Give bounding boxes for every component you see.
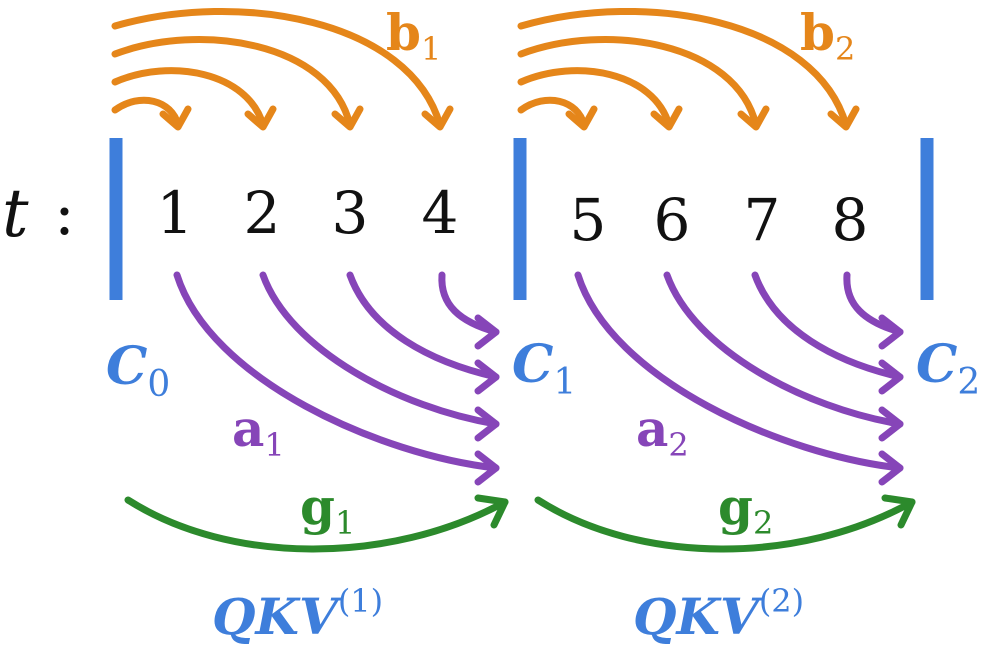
timestep-8: 8 [832,186,869,254]
a2-arrowhead-6 [878,406,904,442]
b2-arrowhead-8 [827,105,860,131]
time-axis-colon: : [54,176,75,249]
timestep-1: 1 [157,179,194,247]
g1-arrow [124,496,509,553]
b1-arcs [111,8,454,131]
b2-arrowhead-5 [565,105,598,131]
a2-arrowhead-8 [878,314,904,350]
a1-arrow-from-3 [346,271,500,381]
a1-arrowhead-3 [474,359,500,395]
timestep-5: 5 [570,186,607,254]
g1-arrowhead [474,494,509,529]
timestep-6: 6 [654,186,691,254]
b2-arrow-to-8 [517,8,850,129]
state-c1-label: C1 [512,334,576,403]
g2-arrow [534,496,916,553]
a2-arcs [574,271,904,486]
g1-arc [124,494,509,553]
a1-arrow-from-1 [173,271,500,472]
b1-arrow-to-3 [111,36,354,129]
a2-label: a2 [636,399,689,464]
b2-label: b2 [800,3,855,68]
b1-arrowhead-4 [421,105,454,131]
a2-arrowhead-7 [878,359,904,395]
a1-arrowhead-4 [474,314,500,350]
b2-arrowhead-6 [650,105,683,131]
b2-arrow-to-7 [517,36,760,129]
a2-arrowhead-5 [878,450,904,486]
b2-arrow-to-6 [517,67,673,129]
a2-arrow-from-6 [663,271,904,428]
timestep-7: 7 [744,186,781,254]
b2-arcs [517,8,860,131]
a2-arrow-from-7 [751,271,904,381]
b2-arrow-to-5 [517,96,588,129]
a1-arcs [173,271,500,486]
g2-arrowhead [881,494,916,529]
a1-arrow-from-4 [438,271,500,336]
a1-label: a1 [232,399,285,464]
timestep-3: 3 [332,179,369,247]
b1-label: b1 [386,3,441,68]
a1-arrow-from-2 [259,271,500,428]
g2-label: g2 [718,477,773,542]
qkv2-label: QKV(2) [633,582,804,646]
b1-arrowhead-2 [244,105,277,131]
g2-arc [534,494,916,553]
timestep-2: 2 [244,179,281,247]
b1-arrowhead-3 [331,105,364,131]
qkv1-label: QKV(1) [212,582,383,646]
timestep-4: 4 [422,179,459,247]
b1-arrow-to-2 [111,67,267,129]
b1-arrow-to-1 [111,96,182,129]
state-c0-label: C0 [106,336,170,405]
b1-arrowhead-1 [159,105,192,131]
a1-arrowhead-1 [474,450,500,486]
a2-arrow-from-5 [574,271,904,472]
a1-arrowhead-2 [474,406,500,442]
b1-arrow-to-4 [111,8,444,129]
time-axis-label: t [2,175,29,252]
g1-label: g1 [300,477,355,542]
b2-arrowhead-7 [737,105,770,131]
state-c2-label: C2 [916,334,980,403]
a2-arrow-from-8 [843,271,904,336]
